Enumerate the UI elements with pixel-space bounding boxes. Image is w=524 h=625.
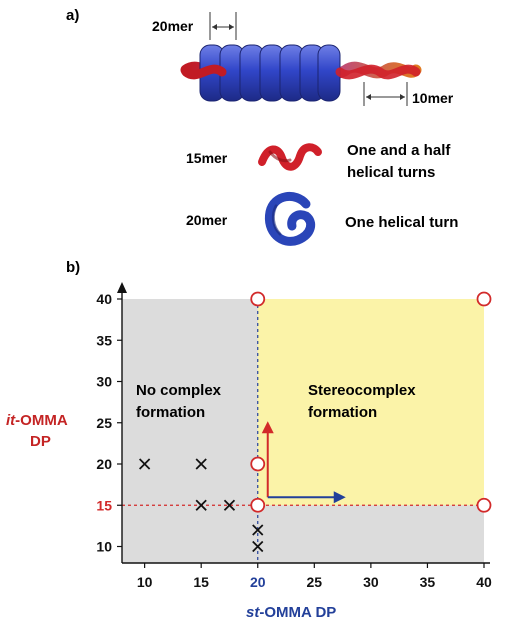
legend-15mer-label: 15mer (186, 150, 228, 166)
chart-ticks: 10 15 20 25 30 35 40 10 15 20 25 30 35 40 (96, 291, 492, 590)
complex-point (476, 291, 492, 307)
x-axis-title-italic: st (246, 604, 260, 621)
panel-b: b) 10 15 20 25 30 35 40 10 15 20 25 30 35 40 No compl… (6, 259, 492, 621)
dimension-10mer: 10mer (363, 82, 454, 106)
blue-cylinder-stack (199, 44, 341, 102)
complex-point (476, 497, 492, 513)
chart-markers (138, 291, 492, 553)
chart-guides (122, 299, 484, 563)
y-tick-label: 40 (96, 291, 112, 307)
complex-point (250, 497, 266, 513)
no-complex-point (223, 499, 236, 511)
dimension-10mer-label: 10mer (412, 90, 454, 106)
x-axis-title: st-OMMA DP (246, 604, 336, 621)
y-tick-label: 30 (96, 374, 112, 390)
red-helix-icon (258, 143, 322, 171)
region-stereocomplex-line1: Stereocomplex (308, 382, 416, 399)
helix-assembly-illustration (180, 44, 422, 102)
up-arrow-head (261, 421, 274, 434)
no-complex-point (195, 499, 207, 511)
cross-stroke (138, 458, 151, 470)
x-tick-label: 30 (363, 574, 379, 590)
legend-15mer: 15mer One and a half helical turns (186, 142, 451, 181)
panel-a: a) 20mer (66, 7, 458, 246)
x-tick-label: 35 (420, 574, 436, 590)
y-axis-title-line2: DP (30, 433, 51, 450)
complex-point (250, 291, 266, 307)
y-axis-arrowhead (117, 282, 127, 293)
x-tick-label: 20 (250, 574, 266, 590)
right-arrow-head (333, 491, 346, 504)
legend-15mer-desc-line2: helical turns (347, 164, 435, 181)
complex-point (250, 456, 266, 472)
cross-stroke (223, 499, 236, 511)
chart-axes (117, 282, 490, 564)
legend-15mer-desc-line1: One and a half (347, 142, 451, 159)
y-tick-label: 10 (96, 539, 112, 555)
y-tick-label: 35 (96, 332, 112, 348)
x-tick-label: 40 (476, 574, 492, 590)
y-axis-title-rest: -OMMA (15, 412, 68, 429)
region-no-complex-line1: No complex (136, 382, 222, 399)
no-complex-point (252, 540, 264, 553)
panel-b-label: b) (66, 259, 80, 276)
dimension-20mer: 20mer (152, 12, 237, 40)
cross-stroke (252, 540, 264, 553)
legend-20mer-desc: One helical turn (345, 214, 458, 231)
x-tick-label: 15 (193, 574, 209, 590)
no-complex-point (252, 524, 264, 536)
legend-20mer: 20mer One helical turn (186, 192, 458, 246)
region-stereocomplex-line2: formation (308, 404, 377, 421)
stereocomplex-region (257, 299, 484, 506)
blue-helix-icon (264, 192, 316, 246)
dimension-20mer-label: 20mer (152, 18, 194, 34)
x-tick-label: 10 (137, 574, 153, 590)
y-tick-label: 15 (96, 497, 112, 513)
region-no-complex-line2: formation (136, 404, 205, 421)
no-complex-point (138, 458, 151, 470)
cross-stroke (195, 458, 207, 470)
legend-20mer-label: 20mer (186, 212, 228, 228)
y-tick-label: 25 (96, 415, 112, 431)
y-axis-title-italic: it (6, 412, 16, 429)
cross-stroke (195, 499, 207, 511)
x-tick-label: 25 (307, 574, 323, 590)
y-axis-title: it-OMMA (6, 412, 68, 429)
cross-stroke (252, 524, 264, 536)
panel-a-label: a) (66, 7, 79, 24)
chart-regions (122, 299, 484, 563)
x-axis-title-rest: -OMMA DP (259, 604, 336, 621)
y-tick-label: 20 (96, 456, 112, 472)
no-complex-point (195, 458, 207, 470)
